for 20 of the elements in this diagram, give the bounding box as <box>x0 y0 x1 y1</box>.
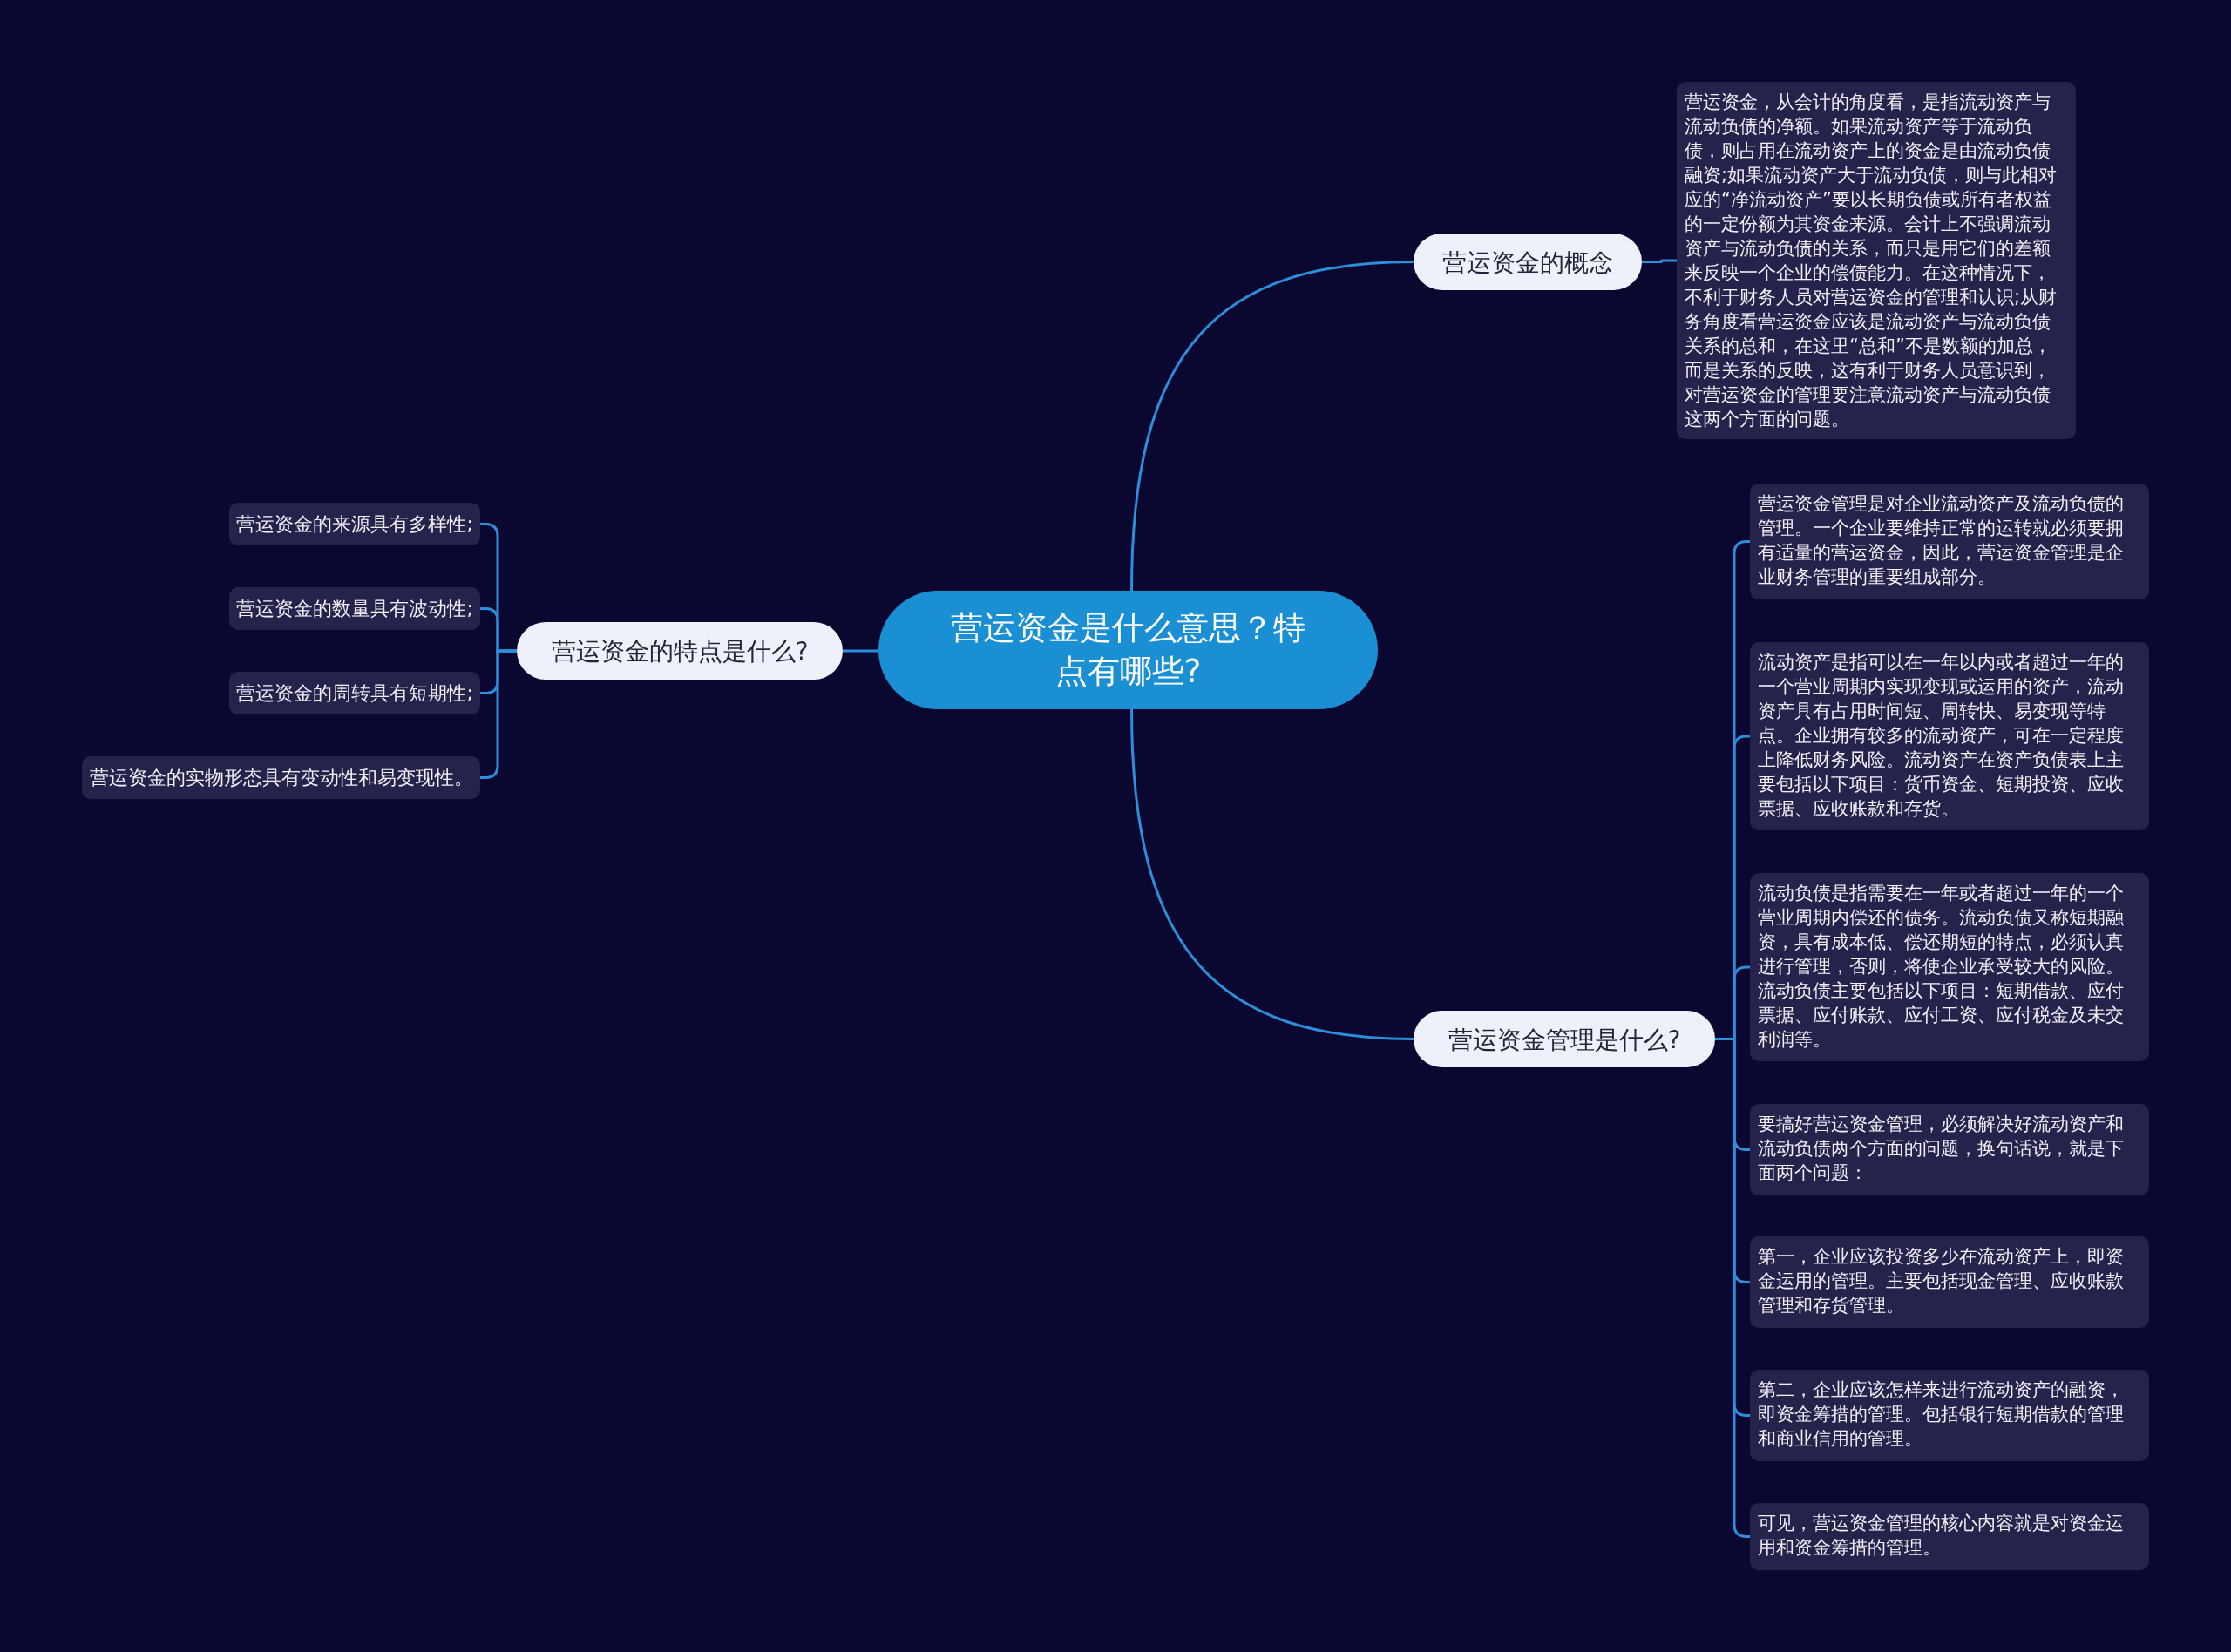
connector-line <box>1130 708 1414 1040</box>
note-card: 流动负债是指需要在一年或者超过一年的一个营业周期内偿还的债务。流动负债又称短期融资，具有成本低、偿还期短的特点，必须认真进行管理，否则，将使企业承受较大的风险。流动负债主要包括以下项目：短期借款、应付票据、应付账款、应付工资、应付税金及未交利润等。 <box>1750 873 2149 1061</box>
note-card: 营运资金管理是对企业流动资产及流动负债的管理。一个企业要维持正常的运转就必须要拥有适量的营运资金，因此，营运资金管理是企业财务管理的重要组成部分。 <box>1750 484 2149 599</box>
note-card: 流动资产是指可以在一年以内或者超过一年的一个营业周期内实现变现或运用的资产，流动资产具有占用时间短、周转快、易变现等特点。企业拥有较多的流动资产，可在一定程度上降低财务风险。流动资产在资产负债表上主要包括以下项目：货币资金、短期投资、应收票据、应收账款和存货。 <box>1750 642 2149 830</box>
note-card: 要搞好营运资金管理，必须解决好流动资产和流动负债两个方面的问题，换句话说，就是下面两个问题： <box>1750 1104 2149 1195</box>
note-card: 营运资金，从会计的角度看，是指流动资产与流动负债的净额。如果流动资产等于流动负债，则占用在流动资产上的资金是由流动负债融资;如果流动资产大于流动负债，则与此相对应的“净流动资产”要以长期负债或所有者权益的一定份额为其资金来源。会计上不强调流动资产与流动负债的关系，而只是用它们的差额来反映一个企业的偿债能力。在这种情况下，不利于财务人员对营运资金的管理和认识;从财务角度看营运资金应该是流动资产与流动负债关系的总和，在这里“总和”不是数额的加总，而是关系的反映，这有利于财务人员意识到，对营运资金的管理要注意流动资产与流动负债这两个方面的问题。 <box>1677 82 2076 439</box>
topic-node: 营运资金管理是什么? <box>1414 1011 1715 1067</box>
note-card: 营运资金的实物形态具有变动性和易变现性。 <box>82 756 480 799</box>
note-card: 营运资金的数量具有波动性; <box>229 587 480 630</box>
connector-line <box>1130 261 1414 592</box>
note-card: 营运资金的来源具有多样性; <box>229 503 480 545</box>
note-card: 营运资金的周转具有短期性; <box>229 672 480 714</box>
note-card: 第二，企业应该怎样来进行流动资产的融资，即资金筹措的管理。包括银行短期借款的管理和商业信用的管理。 <box>1750 1370 2149 1461</box>
topic-node: 营运资金的特点是什么? <box>517 622 843 680</box>
topic-node: 营运资金的概念 <box>1414 234 1642 290</box>
connector-line <box>1642 259 1677 263</box>
note-card: 可见，营运资金管理的核心内容就是对资金运用和资金筹措的管理。 <box>1750 1503 2149 1570</box>
central-topic: 营运资金是什么意思？特点有哪些? <box>878 591 1378 709</box>
connector-line <box>843 649 878 653</box>
note-card: 第一，企业应该投资多少在流动资产上，即资金运用的管理。主要包括现金管理、应收账款管理和存货管理。 <box>1750 1236 2149 1328</box>
